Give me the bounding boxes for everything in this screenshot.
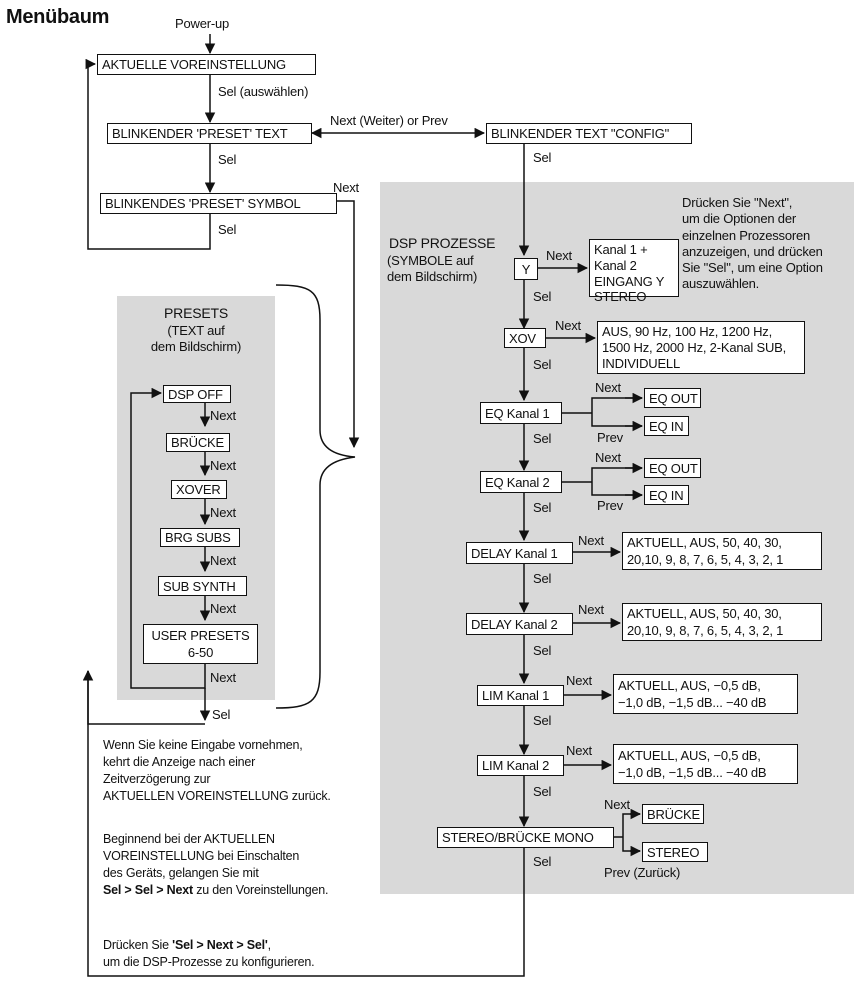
eq1-next-label: Next (595, 380, 621, 395)
note-dsp-path-text: Drücken Sie (103, 938, 173, 952)
lim2-options-box: AKTUELL, AUS, −0,5 dB, −1,0 dB, −1,5 dB.… (613, 744, 798, 784)
xov-next-label: Next (555, 318, 581, 333)
lim1-box: LIM Kanal 1 (477, 685, 564, 706)
presets-brace (275, 284, 356, 709)
y-options-box: Kanal 1 + Kanal 2 EINGANG Y STEREO (589, 239, 679, 304)
preset-xover: XOVER (171, 480, 227, 499)
preset-next-label-2: Next (210, 458, 236, 473)
presets-subheading: (TEXT auf dem Bildschirm) (150, 323, 242, 354)
preset-text-box: BLINKENDER 'PRESET' TEXT (107, 123, 312, 144)
note-timeout: Wenn Sie keine Eingabe vornehmen, kehrt … (103, 738, 331, 803)
eq2-branch (562, 467, 642, 496)
sel-label-1: Sel (218, 152, 237, 167)
note-presets-path-tail: zu den Voreinstellungen. (192, 883, 329, 897)
eq1-box: EQ Kanal 1 (480, 402, 562, 424)
delay2-next-label: Next (578, 602, 604, 617)
y-sel-label: Sel (533, 289, 552, 304)
delay1-sel-label: Sel (533, 571, 552, 586)
eq2-box: EQ Kanal 2 (480, 471, 562, 493)
preset-bruecke: BRÜCKE (166, 433, 230, 452)
stereo-option-box: STEREO (642, 842, 708, 862)
eq2-in-box: EQ IN (644, 485, 689, 505)
sel-auswaehlen-label: Sel (auswählen) (218, 84, 309, 99)
eq2-prev-label: Prev (597, 498, 623, 513)
sel-label-2: Sel (218, 222, 237, 237)
note-presets-path-keys: Sel > Sel > Next (103, 883, 193, 897)
delay2-sel-label: Sel (533, 643, 552, 658)
stereo-sel-label: Sel (533, 854, 552, 869)
next-weiter-prev-label: Next (Weiter) or Prev (330, 113, 448, 128)
eq1-out-box: EQ OUT (644, 388, 701, 408)
lim2-box: LIM Kanal 2 (477, 755, 564, 776)
next-label-symbol: Next (333, 180, 359, 195)
sel-arrow-3 (85, 58, 211, 250)
preset-user-presets: USER PRESETS 6-50 (143, 624, 258, 664)
stereo-bruecke-box: STEREO/BRÜCKE MONO (437, 827, 614, 848)
preset-dsp-off: DSP OFF (163, 385, 231, 403)
note-presets-path: Beginnend bei der AKTUELLEN VOREINSTELLU… (103, 831, 329, 899)
eq1-prev-label: Prev (597, 430, 623, 445)
lim1-next-label: Next (566, 673, 592, 688)
preset-next-label-4: Next (210, 553, 236, 568)
eq2-next-label: Next (595, 450, 621, 465)
lim2-sel-label: Sel (533, 784, 552, 799)
dsp-hint: Drücken Sie "Next", um die Optionen der … (682, 195, 823, 292)
eq1-in-box: EQ IN (644, 416, 689, 436)
preset-loop (130, 387, 206, 689)
y-box: Y (514, 258, 538, 280)
preset-brg-subs: BRG SUBS (160, 528, 240, 547)
preset-next-label-5: Next (210, 601, 236, 616)
page-title: Menübaum (6, 6, 110, 28)
xov-options-box: AUS, 90 Hz, 100 Hz, 1200 Hz, 1500 Hz, 20… (597, 321, 805, 374)
lim2-next-label: Next (566, 743, 592, 758)
note-dsp-path-keys: 'Sel > Next > Sel' (172, 938, 268, 952)
delay2-box: DELAY Kanal 2 (466, 613, 573, 635)
stereo-branch (614, 813, 640, 852)
dsp-heading: DSP PROZESSE (389, 235, 496, 251)
y-next-label: Next (546, 248, 572, 263)
delay1-box: DELAY Kanal 1 (466, 542, 573, 564)
eq1-sel-label: Sel (533, 431, 552, 446)
note-presets-path-text: Beginnend bei der AKTUELLEN VOREINSTELLU… (103, 832, 300, 880)
eq2-sel-label: Sel (533, 500, 552, 515)
prev-zurueck-label: Prev (Zurück) (604, 865, 681, 880)
xov-box: XOV (504, 328, 546, 348)
delay2-options-box: AKTUELL, AUS, 50, 40, 30, 20,10, 9, 8, 7… (622, 603, 822, 641)
bruecke-option-box: BRÜCKE (642, 804, 704, 824)
preset-symbol-box: BLINKENDES 'PRESET' SYMBOL (100, 193, 337, 214)
xov-sel-label: Sel (533, 357, 552, 372)
sel-label-config: Sel (533, 150, 552, 165)
delay1-options-box: AKTUELL, AUS, 50, 40, 30, 20,10, 9, 8, 7… (622, 532, 822, 570)
presets-heading: PRESETS (164, 305, 228, 321)
note-dsp-path: Drücken Sie 'Sel > Next > Sel', um die D… (103, 937, 315, 971)
symbol-next-line (337, 200, 360, 449)
bottom-return-line (82, 669, 525, 977)
lim1-sel-label: Sel (533, 713, 552, 728)
left-return-line (87, 671, 205, 725)
delay1-next-label: Next (578, 533, 604, 548)
lim1-options-box: AKTUELL, AUS, −0,5 dB, −1,0 dB, −1,5 dB.… (613, 674, 798, 714)
note-dsp-path-tail: , um die DSP-Prozesse zu konfigurieren. (103, 938, 315, 969)
eq2-out-box: EQ OUT (644, 458, 701, 478)
preset-next-label-3: Next (210, 505, 236, 520)
preset-sub-synth: SUB SYNTH (158, 576, 247, 596)
preset-next-label-1: Next (210, 408, 236, 423)
preset-next-label-6: Next (210, 670, 236, 685)
power-up-label: Power-up (175, 16, 230, 31)
presets-sel-label: Sel (212, 707, 231, 722)
aktuelle-box: AKTUELLE VOREINSTELLUNG (97, 54, 316, 75)
stereo-next-label: Next (604, 797, 630, 812)
eq1-branch (562, 397, 642, 427)
dsp-subheading: (SYMBOLE auf dem Bildschirm) (387, 253, 478, 284)
config-text-box: BLINKENDER TEXT "CONFIG" (486, 123, 692, 144)
